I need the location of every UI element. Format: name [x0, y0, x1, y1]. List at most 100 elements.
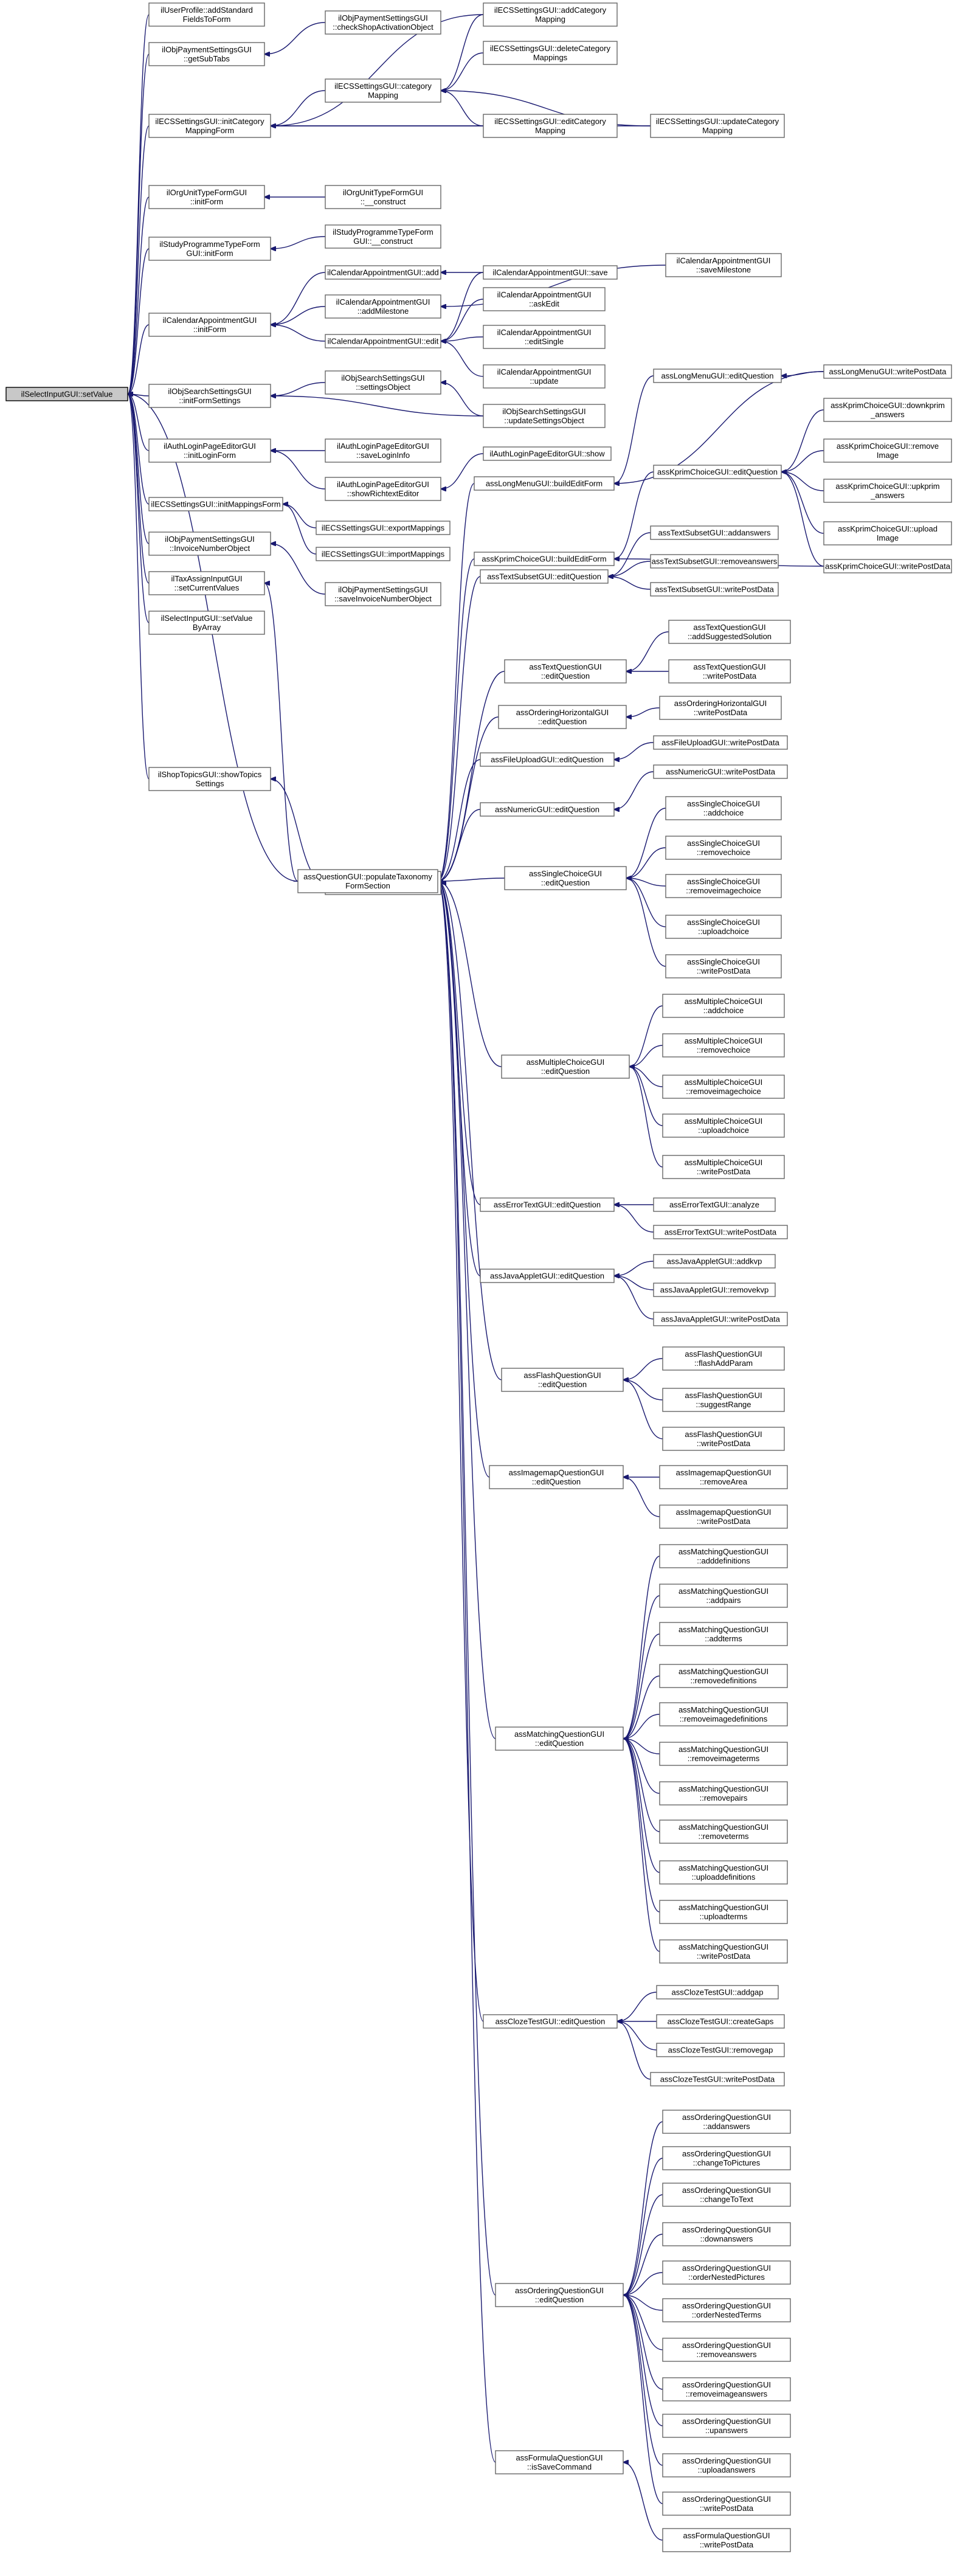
- node-ilecssettingsgui-initmappingsform[interactable]: ilECSSettingsGUI::initMappingsForm: [148, 497, 283, 511]
- node-assflashquestiongui-flashaddparam[interactable]: assFlashQuestionGUI::flashAddParam: [662, 1346, 785, 1371]
- node-assclozetestgui-removegap[interactable]: assClozeTestGUI::removegap: [656, 2043, 785, 2057]
- node-asstextquestiongui-addsuggestedsolution[interactable]: assTextQuestionGUI::addSuggestedSolution: [668, 620, 791, 644]
- node-assjavaappletgui-editquestion[interactable]: assJavaAppletGUI::editQuestion: [480, 1269, 615, 1283]
- node-assmatchingquestiongui-writepostdata[interactable]: assMatchingQuestionGUI::writePostData: [659, 1939, 788, 1964]
- node-ilobjpaymentsettingsgui-checkshopactivationobject[interactable]: ilObjPaymentSettingsGUI::checkShopActiva…: [325, 10, 441, 35]
- node-assjavaappletgui-writepostdata[interactable]: assJavaAppletGUI::writePostData: [653, 1312, 788, 1326]
- node-ilcalendarappointmentgui-editsingle[interactable]: ilCalendarAppointmentGUI::editSingle: [483, 325, 606, 349]
- node-ilcalendarappointmentgui-add[interactable]: ilCalendarAppointmentGUI::add: [325, 265, 441, 280]
- node-asssinglechoicegui-uploadchoice[interactable]: assSingleChoiceGUI::uploadchoice: [665, 915, 782, 939]
- node-assorderingquestiongui-upanswers[interactable]: assOrderingQuestionGUI::upanswers: [662, 2414, 791, 2438]
- node-assorderingquestiongui-addanswers[interactable]: assOrderingQuestionGUI::addanswers: [662, 2110, 791, 2134]
- node-assorderingquestiongui-removeimageanswers[interactable]: assOrderingQuestionGUI::removeimageanswe…: [662, 2377, 791, 2401]
- node-assclozetestgui-addgap[interactable]: assClozeTestGUI::addgap: [656, 1985, 779, 2000]
- node-asslongmenugui-buildeditform[interactable]: assLongMenuGUI::buildEditForm: [474, 476, 615, 491]
- node-ilobjpaymentsettingsgui-invoicenumberobject[interactable]: ilObjPaymentSettingsGUI::InvoiceNumberOb…: [148, 531, 271, 556]
- node-assflashquestiongui-writepostdata[interactable]: assFlashQuestionGUI::writePostData: [662, 1427, 785, 1451]
- node-assflashquestiongui-suggestrange[interactable]: assFlashQuestionGUI::suggestRange: [662, 1388, 785, 1412]
- node-ilcalendarappointmentgui-update[interactable]: ilCalendarAppointmentGUI::update: [483, 364, 606, 389]
- node-ilcalendarappointmentgui-askedit[interactable]: ilCalendarAppointmentGUI::askEdit: [483, 287, 606, 311]
- node-ilauthloginpageeditorgui-show[interactable]: ilAuthLoginPageEditorGUI::show: [483, 446, 612, 461]
- node-assflashquestiongui-editquestion[interactable]: assFlashQuestionGUI::editQuestion: [501, 1368, 624, 1392]
- node-asstextsubsetgui-writepostdata[interactable]: assTextSubsetGUI::writePostData: [650, 582, 779, 597]
- node-assjavaappletgui-addkvp[interactable]: assJavaAppletGUI::addkvp: [653, 1254, 776, 1269]
- node-asskprimchoicegui-writepostdata[interactable]: assKprimChoiceGUI::writePostData: [823, 559, 952, 573]
- node-ilorgunittypeformgui-initform[interactable]: ilOrgUnitTypeFormGUI::initForm: [148, 185, 265, 209]
- node-asskprimchoicegui-buildeditform[interactable]: assKprimChoiceGUI::buildEditForm: [474, 552, 615, 566]
- node-ilcalendarappointmentgui-addmilestone[interactable]: ilCalendarAppointmentGUI::addMilestone: [325, 294, 441, 319]
- node-assformulaquestiongui-issavecommand[interactable]: assFormulaQuestionGUI::isSaveCommand: [495, 2450, 624, 2474]
- node-asslongmenugui-writepostdata[interactable]: assLongMenuGUI::writePostData: [823, 364, 952, 379]
- node-assmatchingquestiongui-removedefinitions[interactable]: assMatchingQuestionGUI::removedefinition…: [659, 1664, 788, 1688]
- node-asssinglechoicegui-removeimagechoice[interactable]: assSingleChoiceGUI::removeimagechoice: [665, 874, 782, 898]
- node-assorderingquestiongui-uploadanswers[interactable]: assOrderingQuestionGUI::uploadanswers: [662, 2453, 791, 2477]
- node-asstextsubsetgui-addanswers[interactable]: assTextSubsetGUI::addanswers: [650, 525, 779, 540]
- node-assorderinghorizontalgui-editquestion[interactable]: assOrderingHorizontalGUI::editQuestion: [498, 705, 627, 729]
- node-assorderingquestiongui-writepostdata[interactable]: assOrderingQuestionGUI::writePostData: [662, 2491, 791, 2516]
- node-asserrortextgui-analyze[interactable]: assErrorTextGUI::analyze: [653, 1197, 776, 1212]
- node-asstextsubsetgui-editquestion[interactable]: assTextSubsetGUI::editQuestion: [480, 569, 609, 584]
- node-asstextquestiongui-writepostdata[interactable]: assTextQuestionGUI::writePostData: [668, 659, 791, 684]
- node-assorderingquestiongui-ordernestedterms[interactable]: assOrderingQuestionGUI::orderNestedTerms: [662, 2298, 791, 2322]
- node-asskprimchoicegui-upkprim-answers[interactable]: assKprimChoiceGUI::upkprim_answers: [823, 479, 952, 503]
- node-assmatchingquestiongui-uploaddefinitions[interactable]: assMatchingQuestionGUI::uploaddefinition…: [659, 1860, 788, 1885]
- node-assclozetestgui-creategaps[interactable]: assClozeTestGUI::createGaps: [656, 2014, 785, 2029]
- node-asstextsubsetgui-removeanswers[interactable]: assTextSubsetGUI::removeanswers: [650, 554, 779, 569]
- node-assnumericgui-writepostdata[interactable]: assNumericGUI::writePostData: [653, 764, 788, 779]
- node-assimagemapquestiongui-writepostdata[interactable]: assImagemapQuestionGUI::writePostData: [659, 1504, 788, 1529]
- node-ilobjpaymentsettingsgui-getsubtabs[interactable]: ilObjPaymentSettingsGUI::getSubTabs: [148, 42, 265, 66]
- node-assfileuploadgui-editquestion[interactable]: assFileUploadGUI::editQuestion: [480, 752, 615, 767]
- node-assfileuploadgui-writepostdata[interactable]: assFileUploadGUI::writePostData: [653, 735, 788, 750]
- node-assformulaquestiongui-writepostdata[interactable]: assFormulaQuestionGUI::writePostData: [662, 2528, 791, 2552]
- node-assimagemapquestiongui-editquestion[interactable]: assImagemapQuestionGUI::editQuestion: [489, 1465, 624, 1489]
- node-ilobjsearchsettingsgui-initformsettings[interactable]: ilObjSearchSettingsGUI::initFormSettings: [148, 384, 271, 408]
- node-asssinglechoicegui-removechoice[interactable]: assSingleChoiceGUI::removechoice: [665, 836, 782, 860]
- node-asserrortextgui-writepostdata[interactable]: assErrorTextGUI::writePostData: [653, 1225, 788, 1239]
- node-assmatchingquestiongui-addterms[interactable]: assMatchingQuestionGUI::addterms: [659, 1622, 788, 1646]
- node-ilecssettingsgui-exportmappings[interactable]: ilECSSettingsGUI::exportMappings: [316, 521, 451, 535]
- node-assnumericgui-editquestion[interactable]: assNumericGUI::editQuestion: [480, 802, 615, 817]
- node-assmultiplechoicegui-removeimagechoice[interactable]: assMultipleChoiceGUI::removeimagechoice: [662, 1075, 785, 1099]
- node-assjavaappletgui-removekvp[interactable]: assJavaAppletGUI::removekvp: [653, 1283, 776, 1297]
- node-ilecssettingsgui-importmappings[interactable]: ilECSSettingsGUI::importMappings: [316, 547, 451, 561]
- node-asssinglechoicegui-editquestion[interactable]: assSingleChoiceGUI::editQuestion: [504, 866, 627, 890]
- node-asssinglechoicegui-addchoice[interactable]: assSingleChoiceGUI::addchoice: [665, 796, 782, 820]
- node-assorderinghorizontalgui-writepostdata[interactable]: assOrderingHorizontalGUI::writePostData: [659, 696, 782, 720]
- node-assimagemapquestiongui-removearea[interactable]: assImagemapQuestionGUI::removeArea: [659, 1465, 788, 1489]
- node-assmultiplechoicegui-editquestion[interactable]: assMultipleChoiceGUI::editQuestion: [501, 1054, 630, 1079]
- node-ilobjpaymentsettingsgui-saveinvoicenumberobject[interactable]: ilObjPaymentSettingsGUI::saveInvoiceNumb…: [325, 582, 441, 606]
- node-ilobjsearchsettingsgui-updatesettingsobject[interactable]: ilObjSearchSettingsGUI::updateSettingsOb…: [483, 404, 606, 428]
- node-assmatchingquestiongui-adddefinitions[interactable]: assMatchingQuestionGUI::adddefinitions: [659, 1544, 788, 1568]
- node-assmultiplechoicegui-removechoice[interactable]: assMultipleChoiceGUI::removechoice: [662, 1033, 785, 1058]
- node-ilselectinputgui-setvalue[interactable]: ilSelectInputGUI::setValue: [5, 387, 128, 401]
- node-ilorgunittypeformgui-construct[interactable]: ilOrgUnitTypeFormGUI::__construct: [325, 185, 441, 209]
- node-ilcalendarappointmentgui-initform[interactable]: ilCalendarAppointmentGUI::initForm: [148, 313, 271, 337]
- node-asssinglechoicegui-writepostdata[interactable]: assSingleChoiceGUI::writePostData: [665, 954, 782, 978]
- node-assquestiongui-populatetaxonomy-formsection[interactable]: assQuestionGUI::populateTaxonomyFormSect…: [297, 869, 438, 893]
- node-assmatchingquestiongui-removeimageterms[interactable]: assMatchingQuestionGUI::removeimageterms: [659, 1742, 788, 1766]
- node-assmultiplechoicegui-writepostdata[interactable]: assMultipleChoiceGUI::writePostData: [662, 1155, 785, 1179]
- node-assmatchingquestiongui-editquestion[interactable]: assMatchingQuestionGUI::editQuestion: [495, 1726, 624, 1751]
- node-assorderingquestiongui-ordernestedpictures[interactable]: assOrderingQuestionGUI::orderNestedPictu…: [662, 2260, 791, 2285]
- node-iltaxassigninputgui-setcurrentvalues[interactable]: ilTaxAssignInputGUI::setCurrentValues: [148, 571, 265, 595]
- node-assmatchingquestiongui-addpairs[interactable]: assMatchingQuestionGUI::addpairs: [659, 1584, 788, 1608]
- node-ilcalendarappointmentgui-savemilestone[interactable]: ilCalendarAppointmentGUI::saveMilestone: [665, 253, 782, 277]
- node-ilauthloginpageeditorgui-initloginform[interactable]: ilAuthLoginPageEditorGUI::initLoginForm: [148, 438, 271, 463]
- node-asserrortextgui-editquestion[interactable]: assErrorTextGUI::editQuestion: [480, 1197, 615, 1212]
- node-assorderingquestiongui-downanswers[interactable]: assOrderingQuestionGUI::downanswers: [662, 2222, 791, 2246]
- node-asskprimchoicegui-downkprim-answers[interactable]: assKprimChoiceGUI::downkprim_answers: [823, 398, 952, 422]
- node-ilcalendarappointmentgui-save[interactable]: ilCalendarAppointmentGUI::save: [483, 265, 618, 280]
- node-ilauthloginpageeditorgui-savelogininfo[interactable]: ilAuthLoginPageEditorGUI::saveLoginInfo: [325, 438, 441, 463]
- node-assorderingquestiongui-changetotext[interactable]: assOrderingQuestionGUI::changeToText: [662, 2183, 791, 2207]
- node-ilobjsearchsettingsgui-settingsobject[interactable]: ilObjSearchSettingsGUI::settingsObject: [325, 370, 441, 395]
- node-assorderingquestiongui-changetopictures[interactable]: assOrderingQuestionGUI::changeToPictures: [662, 2146, 791, 2170]
- node-assmultiplechoicegui-addchoice[interactable]: assMultipleChoiceGUI::addchoice: [662, 994, 785, 1018]
